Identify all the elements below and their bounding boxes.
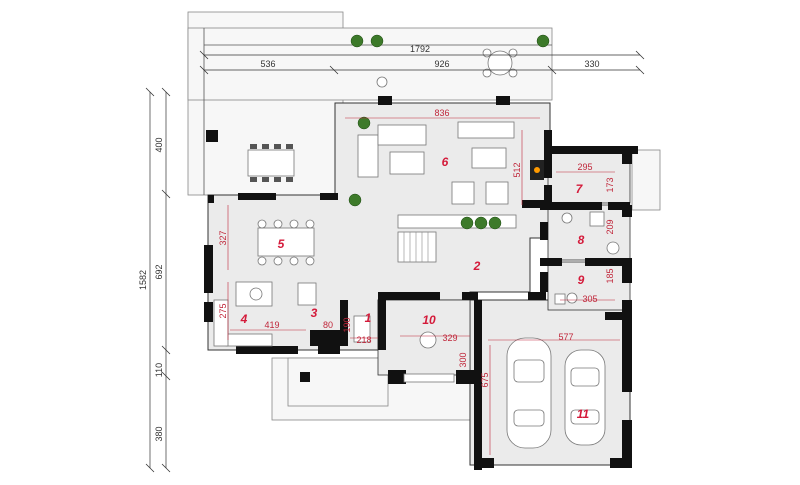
room7-width-dim: 295 bbox=[577, 162, 592, 172]
room8-depth-dim: 209 bbox=[605, 219, 615, 234]
room9-depth-dim: 185 bbox=[605, 268, 615, 283]
terrace-table bbox=[247, 149, 295, 177]
top-total-dim: 1792 bbox=[410, 44, 430, 54]
left-seg-3: 110 bbox=[154, 363, 164, 377]
top-seg-3: 330 bbox=[584, 59, 599, 69]
room-number-8: 8 bbox=[578, 233, 585, 247]
interior-dimensions: 836 512 327 275 419 80 218 190 329 300 2… bbox=[218, 108, 620, 455]
room-number-5: 5 bbox=[278, 237, 285, 251]
left-seg-4: 380 bbox=[154, 426, 164, 441]
garage-width-dim: 577 bbox=[558, 332, 573, 342]
room3-width-dim: 80 bbox=[323, 320, 333, 330]
living-width-dim: 836 bbox=[434, 108, 449, 118]
top-dimensions: 1792 536 926 330 bbox=[199, 44, 645, 75]
kitchen-depth-dim: 275 bbox=[218, 303, 228, 318]
stairs bbox=[397, 231, 437, 263]
garage-depth-dim: 675 bbox=[480, 372, 490, 387]
room9-width-dim: 305 bbox=[582, 294, 597, 304]
room-number-4: 4 bbox=[240, 312, 248, 326]
room1-width-dim: 218 bbox=[356, 335, 371, 345]
left-seg-2: 692 bbox=[154, 264, 164, 279]
room-numbers: 1 2 3 4 5 6 7 8 9 10 11 bbox=[240, 155, 590, 421]
top-seg-2: 926 bbox=[434, 59, 449, 69]
plants bbox=[348, 34, 550, 230]
left-total-dim: 1582 bbox=[138, 270, 148, 290]
room10-depth-dim: 300 bbox=[458, 352, 468, 367]
round-table bbox=[487, 50, 513, 76]
room-number-7: 7 bbox=[576, 182, 584, 196]
car-2 bbox=[564, 349, 606, 446]
room-number-9: 9 bbox=[578, 273, 585, 287]
furniture bbox=[213, 48, 620, 449]
room1-depth-dim: 190 bbox=[342, 317, 352, 332]
left-dimensions: 1582 400 692 110 380 bbox=[138, 87, 171, 473]
room-number-10: 10 bbox=[422, 313, 436, 327]
living-depth-dim: 512 bbox=[512, 162, 522, 177]
top-seg-1: 536 bbox=[260, 59, 275, 69]
kitchen-width-dim: 419 bbox=[264, 320, 279, 330]
dining-table bbox=[257, 227, 315, 257]
terrace-top bbox=[187, 11, 553, 196]
room-number-6: 6 bbox=[442, 155, 449, 169]
room-number-11: 11 bbox=[577, 407, 590, 421]
room-number-2: 2 bbox=[473, 259, 481, 273]
room-number-3: 3 bbox=[311, 306, 318, 320]
car-1 bbox=[506, 337, 552, 449]
walls bbox=[204, 96, 638, 470]
room10-width-dim: 329 bbox=[442, 333, 457, 343]
room7-depth-dim: 173 bbox=[605, 177, 615, 192]
left-seg-1: 400 bbox=[154, 137, 164, 152]
sofa bbox=[357, 134, 379, 178]
room-number-1: 1 bbox=[365, 311, 372, 325]
dining-depth-dim: 327 bbox=[218, 230, 228, 245]
